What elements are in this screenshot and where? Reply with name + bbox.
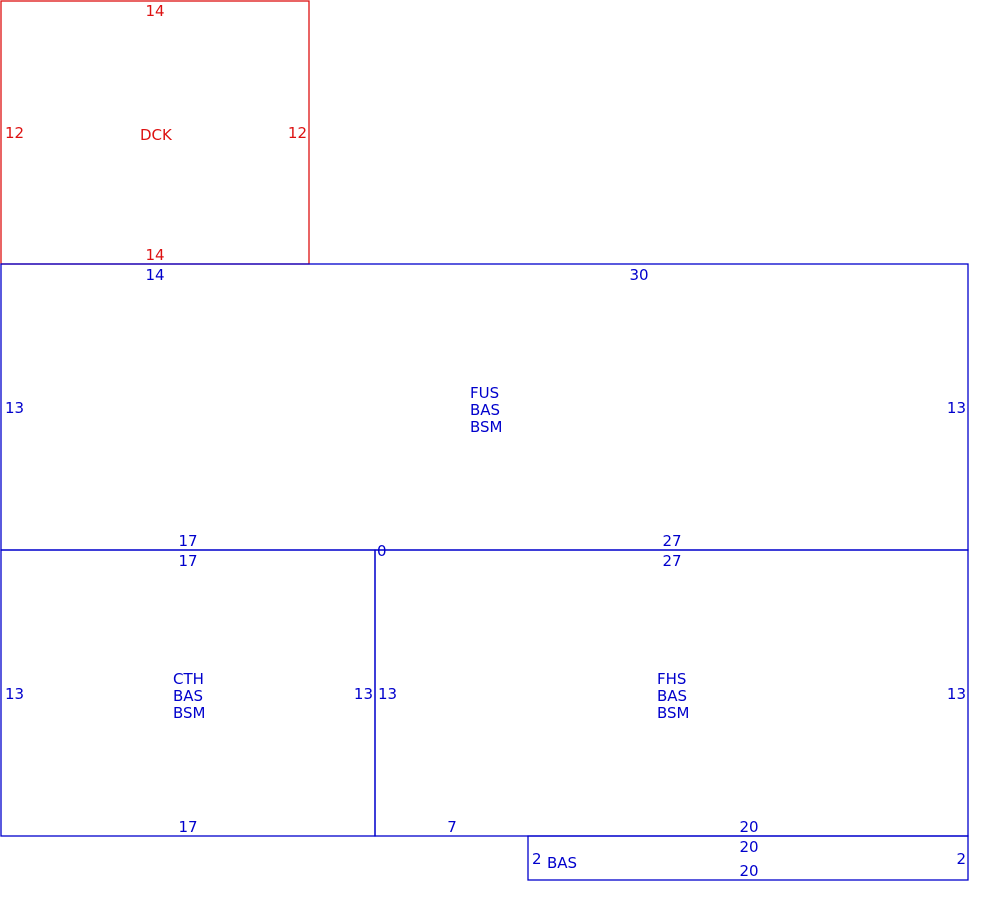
fhs-left-dim: 13 xyxy=(378,685,397,703)
dck-right-dim: 12 xyxy=(288,124,307,142)
fhs-label-3: BSM xyxy=(657,704,690,722)
bas-top-dim: 20 xyxy=(739,838,758,856)
cth-top-dim: 17 xyxy=(178,552,197,570)
dck-bottom-dim: 14 xyxy=(145,246,164,264)
fus-label-3: BSM xyxy=(470,418,503,436)
fus-bottom-right-dim: 27 xyxy=(662,532,681,550)
cth-label-1: CTH xyxy=(173,670,204,688)
bas-bottom-dim: 20 xyxy=(739,862,758,880)
cth-label-2: BAS xyxy=(173,687,203,705)
fus-right-dim: 13 xyxy=(947,399,966,417)
dck-top-dim: 14 xyxy=(145,2,164,20)
cth-bottom-dim: 17 xyxy=(178,818,197,836)
fhs-bottom-left-dim: 7 xyxy=(447,818,457,836)
fhs-right-dim: 13 xyxy=(947,685,966,703)
dck-left-dim: 12 xyxy=(5,124,24,142)
fus-label-2: BAS xyxy=(470,401,500,419)
fus-left-dim: 13 xyxy=(5,399,24,417)
fus-label-1: FUS xyxy=(470,384,499,402)
bas-outline xyxy=(527,835,969,881)
cth-left-dim: 13 xyxy=(5,685,24,703)
cth-right-dim: 13 xyxy=(354,685,373,703)
fus-top-right-dim: 30 xyxy=(629,266,648,284)
bas-left-dim: 2 xyxy=(532,850,542,868)
bas-label: BAS xyxy=(547,854,577,872)
dck-label: DCK xyxy=(140,126,173,144)
fhs-corner-dim: 0 xyxy=(377,542,387,560)
cth-label-3: BSM xyxy=(173,704,206,722)
fus-bottom-left-dim: 17 xyxy=(178,532,197,550)
fhs-bottom-right-dim: 20 xyxy=(739,818,758,836)
fus-top-left-dim: 14 xyxy=(145,266,164,284)
fhs-label-2: BAS xyxy=(657,687,687,705)
bas-right-dim: 2 xyxy=(956,850,966,868)
fhs-label-1: FHS xyxy=(657,670,686,688)
fhs-top-dim: 27 xyxy=(662,552,681,570)
